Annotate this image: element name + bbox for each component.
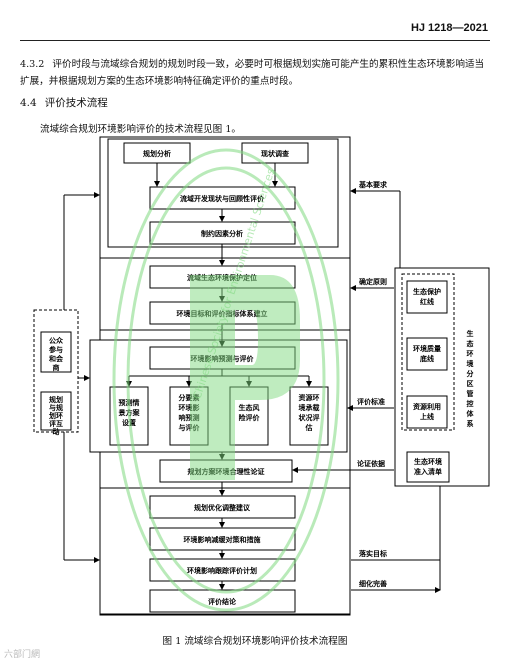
label-step8: 环境影响减缓对策和措施	[184, 535, 261, 544]
header-rule	[20, 40, 490, 41]
label-public-participation: 公众参与和会商	[48, 336, 64, 372]
label-planning-analysis: 规划分析	[143, 149, 171, 158]
intro-paragraph: 流域综合规划环境影响评价的技术流程见图 1。	[40, 124, 242, 135]
right-dashed-box	[401, 273, 455, 431]
right-frame	[394, 267, 490, 487]
box-redline	[406, 280, 448, 314]
label-step10: 评价结论	[208, 597, 237, 606]
box-public-participation	[40, 331, 72, 373]
arrow-label-refine: 细化完善	[359, 579, 387, 588]
section-number: 4.4	[20, 97, 37, 109]
label-planning-interaction: 规划与规划环评互动	[49, 395, 63, 436]
left-dashed-box	[33, 309, 79, 433]
box-access-list	[406, 451, 450, 483]
label-redline: 生态保护红线	[413, 287, 441, 306]
arrow-label-standard: 评价标准	[357, 397, 385, 406]
label-zoning-system: 生态环境分区管控体系	[467, 329, 475, 428]
section-heading: 4.4 评价技术流程	[20, 95, 108, 110]
label-step7: 规划优化调整建议	[194, 503, 251, 512]
figure-caption: 图 1 流域综合规划环境影响评价技术流程图	[162, 636, 348, 647]
label-sub3: 生态风险评价	[239, 403, 261, 422]
section-title: 评价技术流程	[44, 97, 108, 109]
corner-watermark: 六部门網	[4, 650, 41, 660]
label-step9: 环境影响跟踪评价计划	[187, 566, 257, 575]
standard-code: HJ 1218—2021	[410, 22, 488, 34]
label-status-survey: 现状调查	[261, 149, 290, 158]
label-sub2: 分要素环境影响预测与评价	[179, 393, 201, 432]
label-step2: 制约因素分析	[201, 229, 243, 238]
section-number: 4.3.2	[20, 59, 45, 70]
label-access-list: 生态环境准入清单	[414, 457, 442, 476]
paragraph-text: 评价时段与流域综合规划的规划时段一致，必要时可根据规划实施可能产生的累积性生态环…	[20, 59, 485, 87]
box-quality-baseline	[406, 337, 448, 371]
arrow-label-principle: 确定原则	[359, 277, 387, 286]
arrow-label-basis: 论证依据	[357, 459, 385, 468]
arrow-label-implement: 落实目标	[359, 549, 387, 558]
label-step1: 流域开发现状与回顾性评价	[180, 194, 265, 203]
box-planning-interaction	[40, 391, 72, 431]
label-sub4: 资源环境承载状况评估	[299, 393, 320, 432]
label-resource-limit: 资源利用上线	[413, 402, 441, 421]
label-quality-baseline: 环境质量底线	[413, 344, 441, 363]
box-resource-limit	[406, 395, 448, 429]
arrow-label-basic: 基本要求	[358, 180, 388, 189]
